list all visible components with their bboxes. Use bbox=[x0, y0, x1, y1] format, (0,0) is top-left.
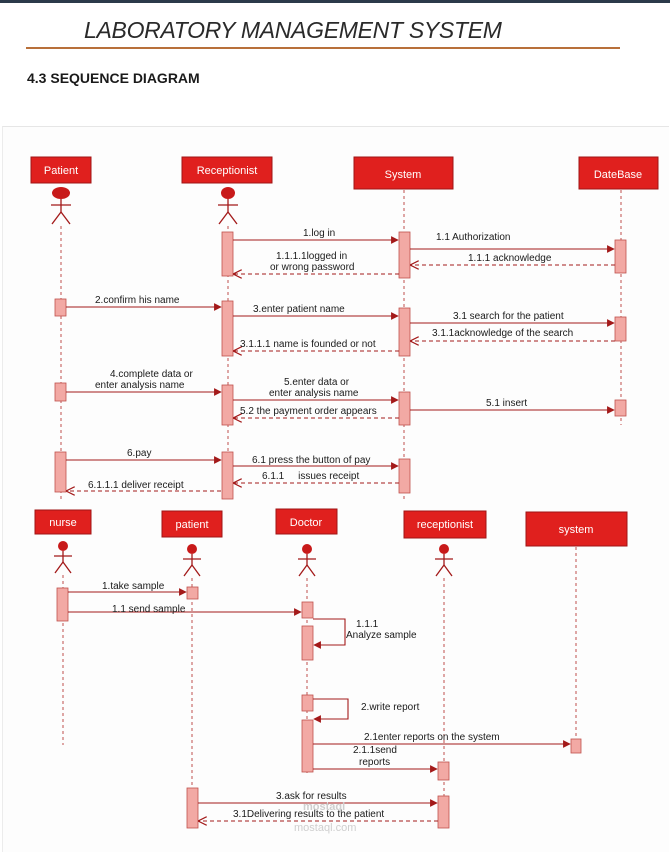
actor-patient-2-label: patient bbox=[175, 519, 208, 531]
stick-figure-patient bbox=[51, 187, 71, 225]
activations-diagram-2 bbox=[56, 586, 582, 829]
msg-complete-data: 4.complete data or bbox=[110, 369, 193, 380]
msg-ask-results: 3.ask for results bbox=[276, 791, 347, 802]
msg-issues-receipt: 6.1.1 issues receipt bbox=[262, 471, 359, 482]
actor-nurse: nurse bbox=[34, 509, 92, 535]
watermark-logo: mostaql bbox=[303, 801, 345, 813]
msg-insert: 5.1 insert bbox=[486, 398, 527, 409]
watermark-domain: mostaql.com bbox=[294, 822, 356, 834]
msg-press-pay: 6.1 press the button of pay bbox=[252, 455, 370, 466]
msg-analyze-sample: Analyze sample bbox=[346, 630, 417, 641]
msg-enter-patient-name: 3.enter patient name bbox=[253, 304, 345, 315]
msg-pay: 6.pay bbox=[127, 448, 151, 459]
msg-payment-order: 5.2 the payment order appears bbox=[240, 406, 377, 417]
activations-diagram-1 bbox=[54, 231, 627, 500]
msg-acknowledge: 1.1.1 acknowledge bbox=[468, 253, 552, 264]
stick-figure-patient-2 bbox=[183, 544, 201, 577]
stick-figure-doctor bbox=[298, 544, 316, 577]
stick-figure-receptionist-2 bbox=[435, 544, 453, 577]
msg-take-sample: 1.take sample bbox=[102, 581, 165, 592]
msg-logged-in: 1.1.1.1logged in bbox=[276, 251, 347, 262]
msg-write-report: 2.write report bbox=[361, 702, 420, 713]
actor-database: DateBase bbox=[578, 156, 659, 190]
messages-diagram-2 bbox=[68, 588, 571, 821]
actor-patient: Patient bbox=[30, 156, 92, 184]
actor-doctor-label: Doctor bbox=[290, 517, 323, 529]
msg-enter-reports: 2.1enter reports on the system bbox=[364, 732, 500, 743]
msg-login: 1.log in bbox=[303, 228, 335, 239]
msg-ack-search: 3.1.1acknowledge of the search bbox=[432, 328, 573, 339]
section-title: 4.3 SEQUENCE DIAGRAM bbox=[27, 70, 200, 86]
actor-system-2-label: system bbox=[559, 524, 594, 536]
stick-figure-receptionist bbox=[218, 187, 238, 225]
diagram-frame bbox=[2, 126, 669, 852]
msg-deliver-receipt: 6.1.1.1 deliver receipt bbox=[88, 480, 184, 491]
actor-patient-label: Patient bbox=[44, 165, 78, 177]
actor-receptionist-2: receptionist bbox=[403, 510, 487, 539]
msg-enter-data: 5.enter data or bbox=[284, 377, 350, 388]
actor-doctor: Doctor bbox=[275, 508, 338, 535]
msg-confirm-name: 2.confirm his name bbox=[95, 295, 180, 306]
page-header-title: LABORATORY MANAGEMENT SYSTEM bbox=[84, 17, 502, 43]
msg-search-patient: 3.1 search for the patient bbox=[453, 311, 564, 322]
actor-receptionist-label: Receptionist bbox=[197, 165, 258, 177]
stick-figure-nurse bbox=[54, 541, 72, 574]
actor-system: System bbox=[353, 156, 454, 190]
actor-receptionist: Receptionist bbox=[181, 156, 273, 184]
actor-system-label: System bbox=[385, 169, 422, 181]
msg-enter-analysis: enter analysis name bbox=[95, 380, 185, 391]
actor-patient-2: patient bbox=[161, 510, 223, 538]
msg-enter-analysis-name: enter analysis name bbox=[269, 388, 359, 399]
actor-database-label: DateBase bbox=[594, 169, 642, 181]
msg-send-reports-a: 2.1.1send bbox=[353, 745, 397, 756]
msg-analyze-number: 1.1.1 bbox=[356, 619, 379, 630]
msg-deliver-results: 3.1Delivering results to the patient bbox=[233, 809, 384, 820]
actor-receptionist-2-label: receptionist bbox=[417, 519, 473, 531]
actor-nurse-label: nurse bbox=[49, 517, 77, 529]
msg-name-founded: 3.1.1.1 name is founded or not bbox=[240, 339, 376, 350]
msg-send-reports-b: reports bbox=[359, 757, 390, 768]
header-divider bbox=[26, 47, 620, 49]
msg-authorization: 1.1 Authorization bbox=[436, 232, 511, 243]
messages-diagram-1 bbox=[66, 236, 615, 491]
msg-wrong-password: or wrong password bbox=[270, 262, 354, 273]
top-border bbox=[0, 0, 670, 3]
msg-send-sample: 1.1 send sample bbox=[112, 604, 186, 615]
actor-system-2: system bbox=[525, 511, 628, 547]
